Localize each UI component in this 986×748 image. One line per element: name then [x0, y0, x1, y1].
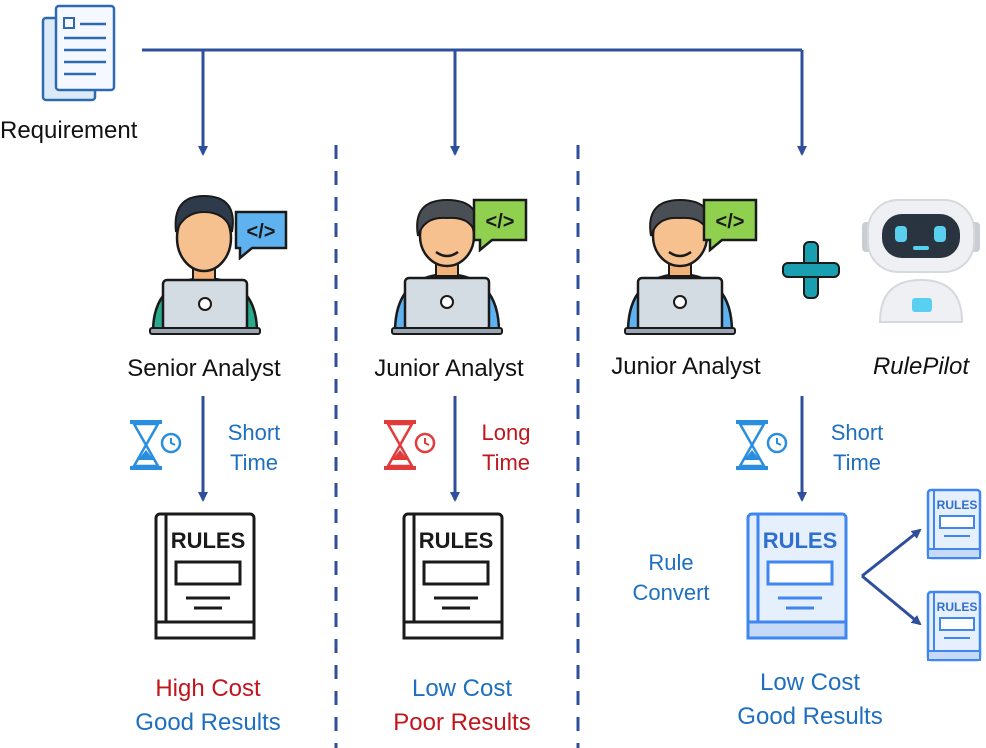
result-quality-label: Good Results: [737, 703, 882, 730]
rule-convert-label: Convert: [632, 580, 709, 605]
junior-analyst-icon: [391, 198, 503, 335]
time-label: Time: [482, 450, 530, 475]
code-symbol: </>: [716, 211, 745, 233]
senior-analyst-icon: [149, 194, 261, 335]
time-label: Time: [833, 450, 881, 475]
time-label: Short: [228, 420, 281, 445]
junior-analyst-label: Junior Analyst: [374, 355, 524, 382]
rules-label: RULES: [937, 498, 978, 512]
code-bubble-icon: </>: [234, 210, 288, 261]
robot-icon: [862, 199, 980, 323]
result-cost-label: High Cost: [155, 675, 261, 702]
rules-book-icon: RULES: [154, 512, 256, 640]
hourglass-icon: [130, 420, 182, 470]
rules-book-small-icon: RULES: [926, 590, 982, 662]
rulepilot-label: RulePilot: [873, 353, 970, 380]
requirement-label: Requirement: [0, 117, 138, 144]
result-cost-label: Low Cost: [412, 675, 512, 702]
code-symbol: </>: [247, 221, 276, 243]
time-label: Short: [831, 420, 884, 445]
rules-label: RULES: [763, 528, 838, 553]
result-quality-label: Poor Results: [393, 709, 530, 736]
junior-analyst-icon: [624, 198, 736, 335]
rules-book-icon: RULES: [402, 512, 504, 640]
junior-analyst-label: Junior Analyst: [611, 353, 761, 380]
rule-convert-label: Rule: [648, 550, 693, 575]
document-icon: [41, 4, 116, 102]
time-label: Time: [230, 450, 278, 475]
rules-book-small-icon: RULES: [926, 488, 982, 560]
time-label: Long: [482, 420, 531, 445]
requirement-connectors: [142, 48, 807, 156]
code-bubble-icon: </>: [472, 198, 528, 253]
senior-analyst-label: Senior Analyst: [127, 355, 281, 382]
convert-branch-arrows: [861, 528, 922, 626]
rules-label: RULES: [419, 528, 494, 553]
rules-label: RULES: [937, 600, 978, 614]
rules-book-icon: RULES: [746, 512, 848, 640]
plus-icon: [782, 241, 840, 299]
result-cost-label: Low Cost: [760, 669, 860, 696]
hourglass-icon: [736, 420, 788, 470]
rules-label: RULES: [171, 528, 246, 553]
result-quality-label: Good Results: [135, 709, 280, 736]
code-bubble-icon: </>: [702, 198, 758, 253]
code-symbol: </>: [486, 211, 515, 233]
hourglass-icon: [384, 420, 436, 470]
